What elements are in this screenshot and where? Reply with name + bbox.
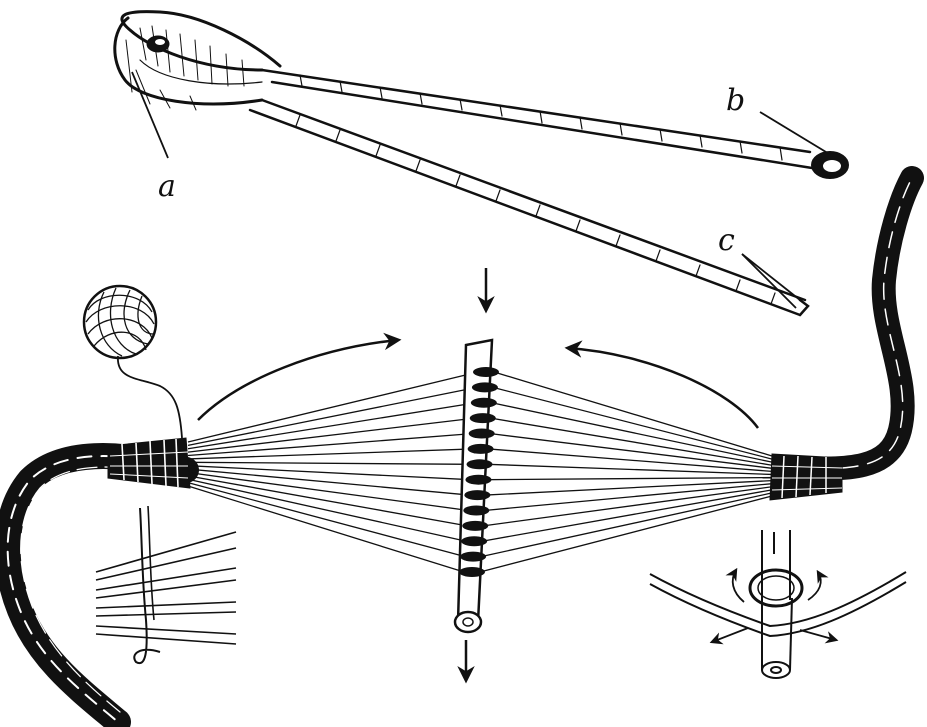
pointer-a	[132, 72, 168, 158]
arrow-upper-right	[568, 348, 758, 428]
cord-strand-right	[493, 387, 772, 459]
cord-strand-left	[188, 483, 465, 557]
cord-strand-right	[494, 372, 772, 456]
cord-strand-left	[188, 462, 472, 464]
rod-wrap	[471, 398, 497, 408]
label-b: b	[726, 83, 745, 118]
netting-needle	[115, 12, 848, 315]
needle-loop-head	[122, 12, 280, 70]
rod-wrap	[460, 552, 486, 562]
rod-wrap	[473, 367, 499, 377]
cord-strand-right	[481, 493, 772, 557]
rod-wrap	[459, 567, 485, 577]
rod-wrap	[461, 536, 487, 546]
cord-strand-left	[188, 372, 478, 442]
cord-strand-left	[188, 476, 467, 526]
rod-wrap	[468, 444, 494, 454]
rod-wrap	[463, 505, 489, 515]
cord-strand-left	[188, 403, 476, 449]
cord-left	[8, 456, 186, 722]
label-pointers	[132, 72, 826, 308]
cord-strand-left	[188, 486, 464, 572]
cord-strand-right	[489, 449, 772, 471]
rod-wrap	[462, 521, 488, 531]
cord-right	[790, 178, 912, 469]
needle-lower-arm	[262, 100, 805, 300]
binding-right	[770, 454, 842, 500]
cord-strand-right	[486, 478, 772, 480]
cord-strand-left	[188, 479, 466, 541]
rod-wrap	[464, 490, 490, 500]
rod-wrap	[469, 429, 495, 439]
inset-rod-detail	[650, 530, 906, 678]
inset-knot-detail	[96, 506, 236, 663]
pointer-c	[742, 254, 800, 300]
cord-strand-right	[490, 434, 772, 469]
cord-strand-right	[491, 418, 772, 465]
cord-strand-right	[492, 403, 772, 462]
center-rod	[455, 340, 499, 632]
cord-strand-right	[488, 464, 772, 474]
binding-left	[108, 438, 190, 488]
rod-wrap	[467, 459, 493, 469]
arrow-upper-left	[198, 340, 398, 420]
cord-strand-left	[188, 418, 475, 452]
cord-strand-left	[188, 449, 473, 459]
rod-wrap	[465, 475, 491, 485]
yarn-strand	[118, 356, 182, 438]
rod-wrap	[472, 382, 498, 392]
yarn-ball	[84, 286, 182, 438]
rod-wrap	[470, 413, 496, 423]
label-a: a	[158, 169, 176, 204]
label-c: c	[718, 223, 735, 258]
